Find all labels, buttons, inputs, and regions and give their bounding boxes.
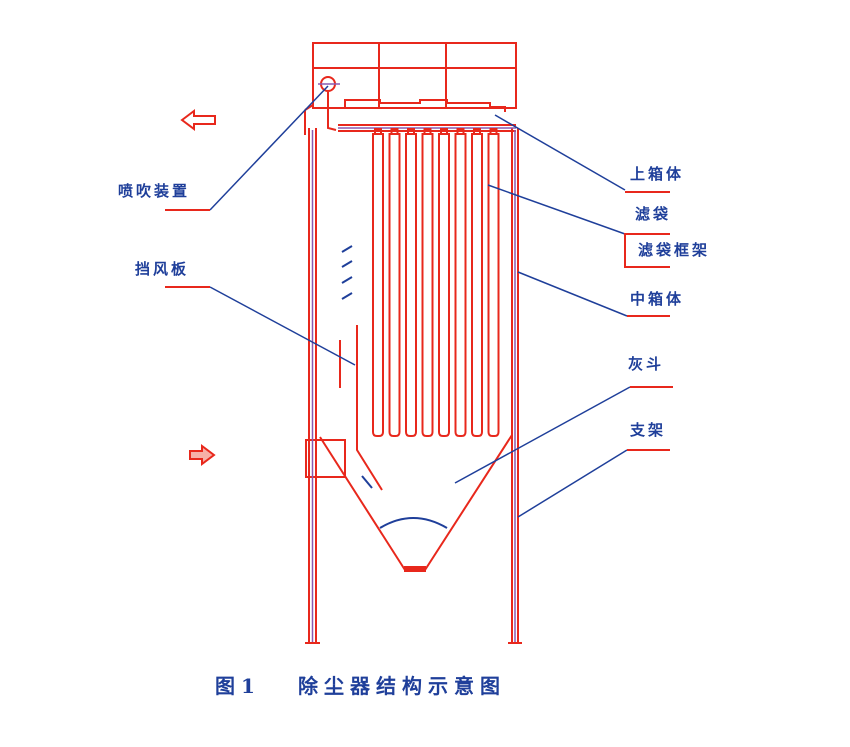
label-bag-cage: 滤袋框架 <box>638 241 711 259</box>
dust-level-arc <box>379 517 448 529</box>
deflector-vanes <box>341 245 373 489</box>
bag-collar <box>390 128 399 135</box>
label-spray-device: 喷吹装置 <box>118 182 191 200</box>
label-underlines <box>165 191 673 451</box>
inlet-box <box>305 439 346 478</box>
label-filter-bag: 滤袋 <box>635 205 672 223</box>
bag-collar <box>423 128 432 135</box>
label-baffle: 挡风板 <box>135 260 190 278</box>
hopper-outlet <box>404 566 426 572</box>
figure-caption: 除尘器结构示意图 <box>298 674 506 698</box>
filter-bag <box>487 133 500 437</box>
label-middle-box: 中箱体 <box>630 290 685 308</box>
outlet-arrow-icon <box>180 109 216 131</box>
bag-collar <box>456 128 465 135</box>
filter-bag <box>388 133 401 437</box>
bag-collar <box>374 128 382 135</box>
label-support: 支架 <box>630 421 667 439</box>
filter-bag <box>372 133 384 437</box>
bag-collar <box>407 128 415 135</box>
baffle-plate <box>356 325 383 491</box>
filter-bag <box>438 133 450 437</box>
label-upper-box: 上箱体 <box>630 165 685 183</box>
bag-collar <box>489 128 498 135</box>
upper-box <box>312 42 517 109</box>
bag-collar <box>440 128 448 135</box>
filter-bags <box>372 128 500 437</box>
collector-structure <box>304 42 522 644</box>
filter-bag <box>421 133 434 437</box>
filter-bag <box>405 133 417 437</box>
label-ash-hopper: 灰斗 <box>628 355 665 373</box>
bag-collar <box>473 128 481 135</box>
filter-bag <box>471 133 483 437</box>
filter-bag <box>454 133 467 437</box>
figure-number: 图1 <box>215 674 261 698</box>
leader-lines <box>209 85 631 518</box>
ash-hopper <box>319 434 513 571</box>
inlet-arrow-icon <box>189 444 216 466</box>
